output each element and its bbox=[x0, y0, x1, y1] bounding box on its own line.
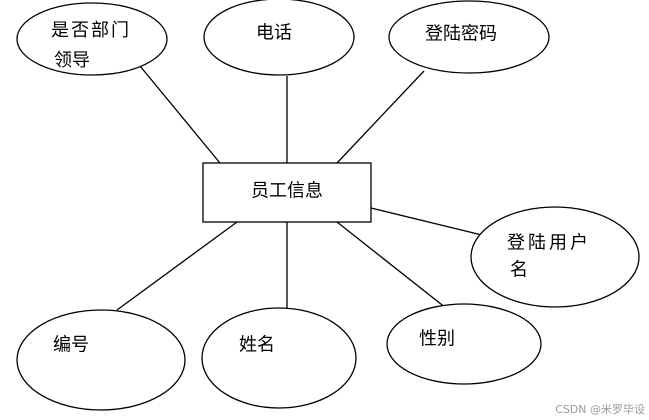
attribute-ellipse bbox=[201, 307, 357, 409]
attribute-ellipse bbox=[203, 0, 355, 76]
attribute-label: 姓名 bbox=[239, 335, 275, 356]
entity-box bbox=[202, 162, 372, 223]
attribute-ellipse bbox=[386, 303, 542, 385]
attribute-gender: 性别 bbox=[386, 303, 542, 385]
attribute-ellipse bbox=[16, 309, 186, 411]
edge-is-dept-leader bbox=[139, 65, 221, 164]
attribute-name: 姓名 bbox=[201, 307, 357, 409]
attribute-number: 编号 bbox=[16, 309, 186, 411]
attribute-label-line1: 是否部门 bbox=[51, 20, 131, 41]
attribute-login-username: 登陆用户 名 bbox=[470, 206, 640, 308]
attribute-label: 登陆密码 bbox=[425, 24, 497, 45]
attribute-phone: 电话 bbox=[203, 0, 355, 76]
entity-label: 员工信息 bbox=[251, 181, 323, 202]
attribute-ellipse bbox=[470, 206, 640, 308]
edges bbox=[116, 65, 487, 313]
edge-login-password bbox=[336, 70, 425, 164]
attribute-label: 性别 bbox=[419, 329, 455, 350]
edge-number bbox=[116, 221, 238, 311]
attribute-is-dept-leader: 是否部门 领导 bbox=[16, 2, 168, 76]
edge-login-username bbox=[370, 207, 487, 237]
attribute-label-line2: 名 bbox=[510, 260, 528, 281]
attribute-label: 电话 bbox=[256, 23, 292, 44]
entity-employee-info: 员工信息 bbox=[202, 162, 372, 223]
attribute-label-line2: 领导 bbox=[54, 50, 90, 71]
attribute-label-line1: 登陆用户 bbox=[507, 233, 591, 254]
attribute-label: 编号 bbox=[53, 335, 89, 356]
attribute-ellipse bbox=[16, 2, 168, 76]
edge-gender bbox=[336, 221, 452, 313]
attribute-login-password: 登陆密码 bbox=[388, 0, 550, 74]
watermark-text: CSDN @米罗毕设 bbox=[555, 403, 645, 416]
attribute-ellipse bbox=[388, 0, 550, 74]
